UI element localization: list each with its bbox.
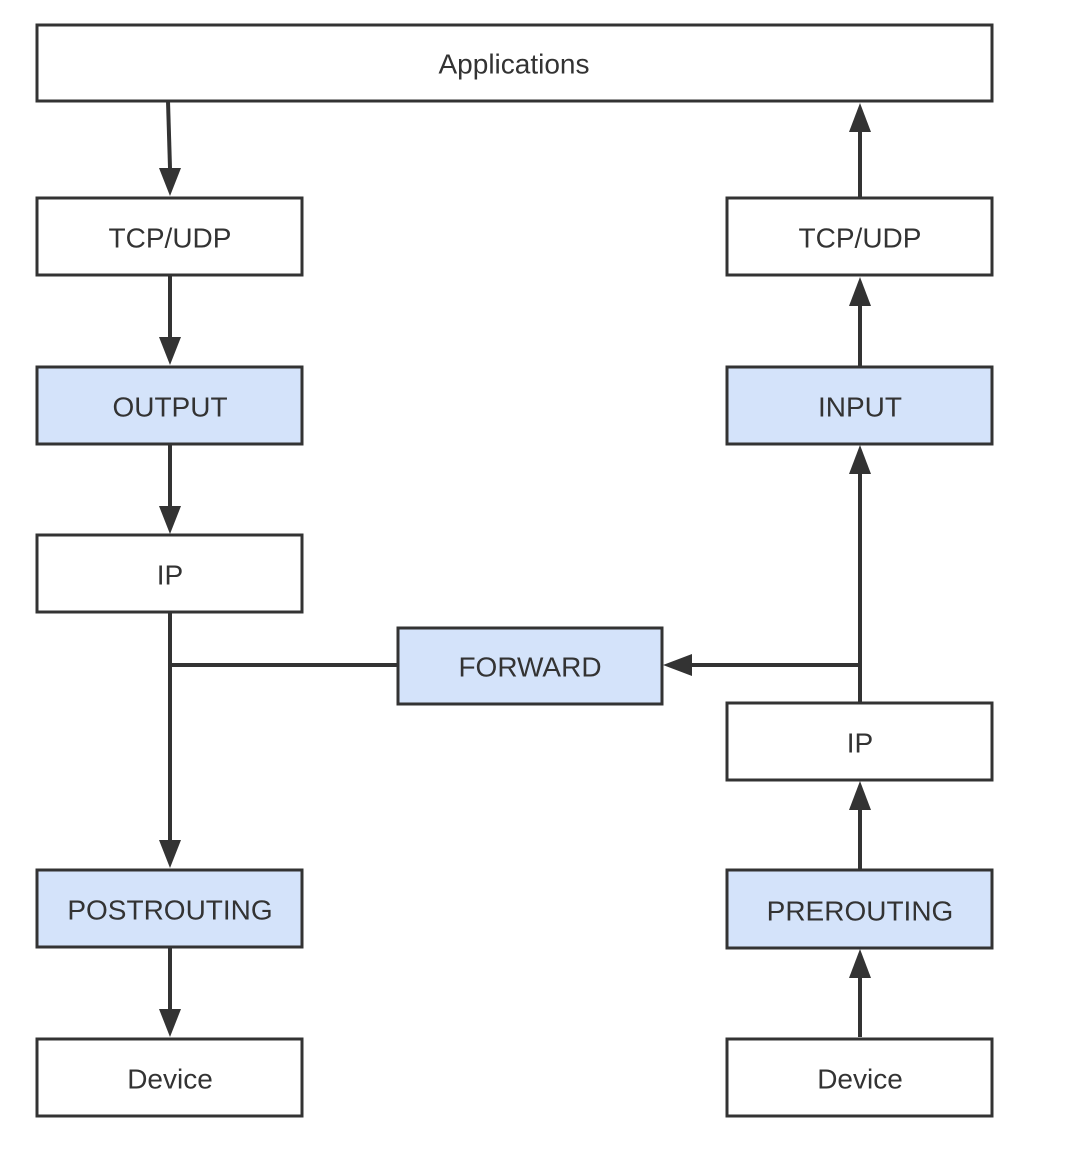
arrowhead-out-device [159, 1009, 181, 1037]
arrowhead-out-tcp-udp [159, 168, 181, 196]
forward-box: FORWARD [396, 626, 664, 706]
arrowhead-forward [663, 654, 692, 676]
prerouting-label: PREROUTING [767, 896, 954, 927]
edge-applications-to-out-tcp-udp [166, 100, 172, 169]
arrowhead-input [849, 445, 871, 474]
applications-label: Applications [439, 49, 590, 80]
out-device-box: Device [35, 1037, 304, 1118]
out-tcp-udp-label: TCP/UDP [109, 223, 232, 254]
arrowhead-postrouting [159, 840, 181, 868]
postrouting-label: POSTROUTING [67, 895, 272, 926]
in-ip-box: IP [725, 701, 994, 782]
in-tcp-udp-label: TCP/UDP [799, 223, 922, 254]
in-ip-label: IP [847, 728, 873, 759]
arrowhead-out-ip [159, 506, 181, 534]
edges [159, 100, 871, 1037]
arrowhead-output [159, 337, 181, 365]
output-box: OUTPUT [35, 365, 304, 446]
in-tcp-udp-box: TCP/UDP [725, 196, 994, 277]
prerouting-box: PREROUTING [725, 868, 994, 950]
out-device-label: Device [127, 1064, 213, 1095]
input-label: INPUT [818, 392, 902, 423]
input-box: INPUT [725, 365, 994, 446]
out-tcp-udp-box: TCP/UDP [35, 196, 304, 277]
in-device-label: Device [817, 1064, 903, 1095]
out-ip-box: IP [35, 533, 304, 614]
arrowhead-prerouting [849, 949, 871, 978]
arrowhead-applications [849, 103, 871, 132]
arrowhead-in-ip [849, 781, 871, 810]
forward-label: FORWARD [458, 652, 601, 683]
arrowhead-in-tcp-udp [849, 277, 871, 306]
applications-box: Applications [35, 23, 994, 103]
out-ip-label: IP [157, 560, 183, 591]
postrouting-box: POSTROUTING [35, 868, 304, 949]
in-device-box: Device [725, 1037, 994, 1118]
output-label: OUTPUT [112, 392, 227, 423]
